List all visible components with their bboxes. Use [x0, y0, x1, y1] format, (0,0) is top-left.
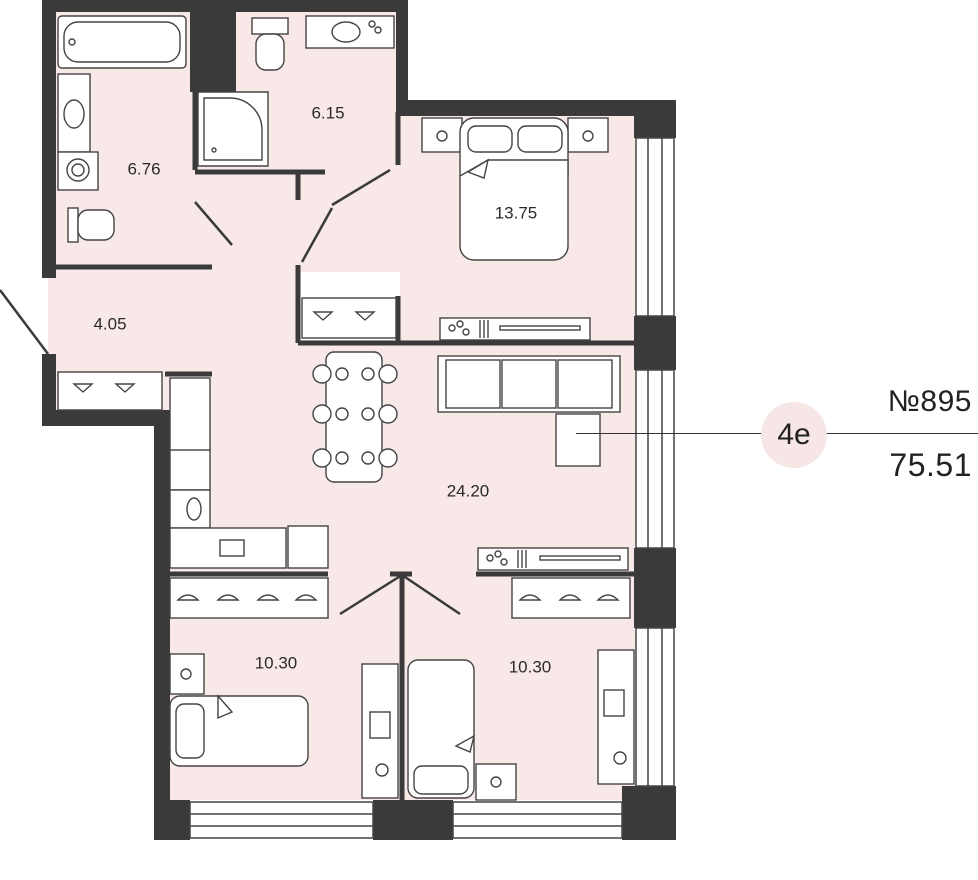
armchair-icon — [555, 413, 601, 467]
room-area-master-bedroom: 13.75 — [495, 203, 538, 222]
inner-walls — [55, 92, 636, 800]
hallway-wardrobe — [57, 371, 163, 411]
wardrobe-icon — [301, 297, 397, 339]
doors — [0, 168, 461, 616]
nightstand-icon — [567, 117, 609, 153]
apartment-total-area: 75.51 — [889, 447, 972, 483]
wc-fixtures — [197, 15, 395, 167]
cooktop-icon — [169, 377, 211, 453]
bedroom-right-furniture — [407, 577, 635, 801]
room-labels: 6.76 6.15 13.75 4.05 24.20 10.30 10.30 — [93, 103, 551, 676]
master-bedroom-furniture — [301, 117, 609, 341]
desk-icon — [597, 649, 635, 785]
bath-fixtures — [57, 15, 187, 243]
wc-toilet-tank-icon — [251, 17, 289, 35]
wc-toilet-icon — [255, 33, 285, 71]
wardrobe-icon — [57, 371, 163, 411]
room-area-hallway: 4.05 — [93, 314, 126, 333]
outer-walls — [42, 0, 676, 840]
kitchen-living-furniture — [169, 351, 629, 571]
toilet-tank-icon — [67, 207, 79, 243]
bedroom-left-furniture — [169, 577, 399, 799]
apartment-type-badge: 4е — [761, 402, 827, 468]
room-area-wc: 6.15 — [311, 103, 344, 122]
fridge-icon — [287, 525, 329, 569]
leader-line — [576, 433, 762, 434]
room-area-bedroom-right: 10.30 — [509, 657, 552, 676]
double-bed-icon — [459, 117, 569, 261]
room-area-living-kitchen: 24.20 — [447, 481, 490, 500]
single-bed-icon — [407, 659, 475, 799]
room-area-bathroom: 6.76 — [127, 159, 160, 178]
room-area-bedroom-left: 10.30 — [255, 653, 298, 672]
leader-line — [826, 433, 978, 434]
apartment-number: №895 — [887, 385, 972, 418]
windows — [189, 137, 675, 839]
toilet-icon — [77, 209, 115, 241]
